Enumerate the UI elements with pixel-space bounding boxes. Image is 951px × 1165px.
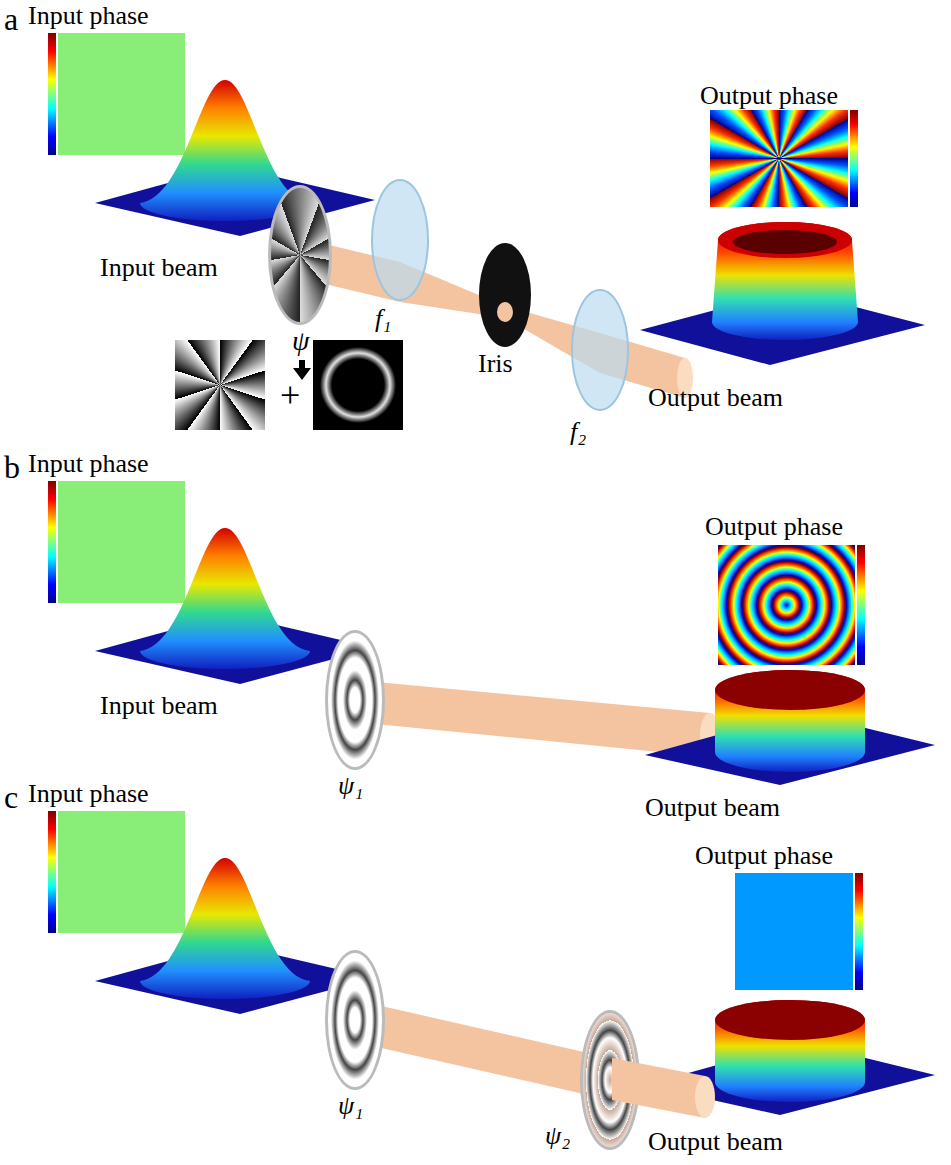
panel-letter: b [4, 450, 20, 485]
figure-label: Input beam [100, 692, 218, 721]
figure-label: Output phase [695, 842, 833, 871]
figure-label: Input beam [100, 254, 218, 283]
panel-letter: a [4, 2, 18, 37]
output-phase-map [710, 110, 848, 207]
figure-label: Output beam [645, 794, 780, 823]
figure-label: f₁ [375, 305, 391, 334]
panel-letter: c [4, 780, 18, 815]
ring-pattern [313, 340, 403, 430]
figure-label: Output beam [648, 384, 783, 413]
figure-label: Output beam [648, 1128, 783, 1157]
figure-label: ψ₁ [338, 1092, 363, 1121]
figure-label: Iris [478, 350, 513, 379]
figure-label: Input phase [28, 2, 149, 31]
output-phase-map [735, 873, 853, 990]
lens-mask [325, 950, 385, 1090]
figure-label: ψ [292, 326, 309, 357]
figure-label: f₂ [570, 418, 586, 447]
phase-pattern [175, 340, 265, 430]
lens-mask [325, 630, 385, 770]
figure-label: ψ₂ [545, 1122, 570, 1151]
figure-label: Input phase [28, 780, 149, 809]
slm-mask [268, 185, 332, 325]
figure-label: Output phase [705, 513, 843, 542]
figure-label: + [280, 376, 300, 416]
figure-label: ψ₁ [338, 772, 363, 801]
figure-label: Output phase [700, 82, 838, 111]
figure-label: Input phase [28, 450, 149, 479]
output-phase-map [718, 545, 855, 665]
